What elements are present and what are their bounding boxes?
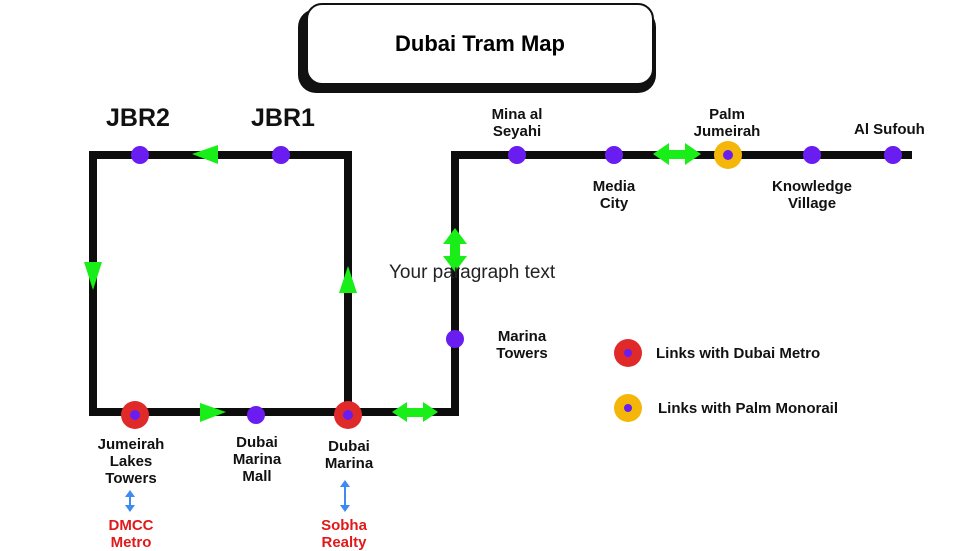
label-sobha-line1: Sobha — [321, 517, 367, 534]
station-media-city — [605, 146, 623, 164]
label-sobha-realty: Sobha Realty — [313, 517, 375, 551]
title-card: Dubai Tram Map — [306, 3, 654, 85]
label-mall-line1: Dubai — [236, 434, 278, 451]
title-container: Dubai Tram Map — [298, 3, 658, 93]
label-marina-towers-line1: Marina — [497, 328, 547, 345]
station-knowledge-village — [803, 146, 821, 164]
label-dmcc-metro: DMCC Metro — [100, 517, 162, 551]
bidirectional-arrow-top — [653, 143, 701, 165]
label-jbr2: JBR2 — [106, 104, 170, 132]
legend-monorail-label: Links with Palm Monorail — [658, 400, 839, 417]
direction-arrow-right — [200, 403, 226, 422]
station-jlt — [130, 410, 140, 420]
legend-metro-marker-dot — [624, 349, 632, 357]
station-mina-al-seyahi — [508, 146, 526, 164]
station-dubai-marina-mall — [247, 406, 265, 424]
direction-arrow-up — [339, 266, 357, 293]
tram-loop-track — [89, 151, 352, 416]
label-mall-line2: Marina — [232, 451, 282, 468]
legend-metro-label: Links with Dubai Metro — [656, 345, 821, 362]
label-marina-towers-line2: Towers — [496, 345, 548, 362]
station-jbr1 — [272, 146, 290, 164]
station-jbr2 — [131, 146, 149, 164]
label-mina-al-seyahi: Mina al Seyahi — [478, 106, 556, 140]
label-mina-line1: Mina al — [491, 106, 543, 123]
transfer-arrow-dmcc — [125, 490, 135, 512]
transfer-arrow-sobha — [340, 480, 350, 512]
label-dubai-marina-mall: Dubai Marina Mall — [226, 434, 288, 485]
label-dmcc-line2: Metro — [110, 534, 152, 551]
legend-monorail-marker-dot — [624, 404, 632, 412]
station-dubai-marina — [343, 410, 353, 420]
direction-arrow-down — [84, 262, 102, 290]
label-dm-line1: Dubai — [328, 438, 370, 455]
label-jlt-line1: Jumeirah — [97, 436, 165, 453]
label-jbr1: JBR1 — [251, 104, 315, 132]
map-title: Dubai Tram Map — [395, 31, 565, 56]
label-sobha-line2: Realty — [321, 534, 367, 551]
direction-arrow-left — [192, 145, 218, 164]
label-palm-line2: Jumeirah — [693, 123, 761, 140]
label-jumeirah-lakes-towers: Jumeirah Lakes Towers — [88, 436, 174, 487]
bidirectional-arrow-vertical — [443, 228, 467, 272]
label-marina-towers: Marina Towers — [490, 328, 554, 362]
label-dubai-marina: Dubai Marina — [318, 438, 380, 472]
label-dm-line2: Marina — [324, 455, 374, 472]
label-mall-line3: Mall — [242, 468, 272, 485]
paragraph-text[interactable]: Your paragraph text — [389, 262, 556, 283]
label-mina-line2: Seyahi — [492, 123, 542, 140]
label-media-line2: City — [599, 195, 629, 212]
station-marina-towers — [446, 330, 464, 348]
bidirectional-arrow-bottom — [392, 402, 438, 422]
label-palm-jumeirah: Palm Jumeirah — [685, 106, 769, 140]
station-al-sufouh — [884, 146, 902, 164]
station-palm-jumeirah — [723, 150, 733, 160]
label-knowledge-line2: Village — [787, 195, 837, 212]
label-media-line1: Media — [592, 178, 636, 195]
label-palm-line1: Palm — [709, 106, 745, 123]
label-dmcc-line1: DMCC — [108, 517, 154, 534]
label-knowledge-village: Knowledge Village — [764, 178, 860, 212]
label-jlt-line3: Towers — [105, 470, 157, 487]
label-al-sufouh: Al Sufouh — [854, 121, 925, 138]
label-jlt-line2: Lakes — [109, 453, 153, 470]
label-knowledge-line1: Knowledge — [771, 178, 852, 195]
label-media-city: Media City — [584, 178, 644, 212]
